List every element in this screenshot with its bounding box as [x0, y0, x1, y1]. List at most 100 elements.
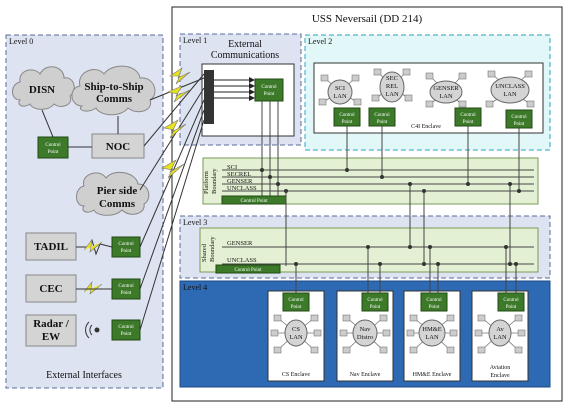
- platform-junction-dots: [260, 168, 521, 193]
- control-point-cec-label-1: Control: [118, 284, 134, 289]
- nav-enclave-label: Nav Enclave: [350, 372, 381, 378]
- nav-enclave: Control Point Nav Distro Nav Enclave: [336, 290, 394, 382]
- shared-boundary-label-1: Shared: [201, 243, 208, 262]
- control-point-level1: [254, 78, 284, 102]
- shared-bus-unclass: UNCLASS: [227, 257, 257, 264]
- shared-feed-lines: [285, 184, 511, 266]
- control-point-level1-label-1: Control: [261, 85, 277, 90]
- pier-side-cloud: Pier side Comms: [76, 171, 150, 216]
- control-point-noc-label-1: Control: [45, 143, 61, 148]
- control-point-tadil-label-1: Control: [118, 242, 134, 247]
- radar-wave-icon: [85, 321, 100, 339]
- control-point-platform-label: Control Point: [240, 199, 268, 204]
- control-point-radar-label-2: Point: [121, 332, 132, 337]
- control-point-secrel-label-1: Control: [374, 113, 390, 118]
- nav-lan-label-1: Nav: [360, 326, 372, 333]
- cec-label: CEC: [39, 283, 62, 295]
- comms-arrows: [214, 77, 255, 101]
- av-enclave-label-2: Enclave: [490, 373, 510, 379]
- level3-label: Level 3: [183, 218, 207, 227]
- platform-bus-genser: GENSER: [227, 178, 253, 185]
- disn-to-cp: [41, 109, 54, 138]
- control-point-av-label-1: Control: [503, 298, 519, 303]
- control-point-cec-label-2: Point: [121, 291, 132, 296]
- tadil-lightning-icon: [83, 238, 103, 253]
- level4-junction-dots: [294, 245, 518, 266]
- control-point-tadil: [111, 236, 141, 258]
- shared-bus-genser: GENSER: [227, 240, 253, 247]
- control-point-nav: [361, 292, 389, 312]
- external-comms-label-1: External: [228, 39, 262, 50]
- control-point-shared-label: Control Point: [234, 268, 262, 273]
- hme-lan-label-1: HM&E: [422, 326, 442, 333]
- secrel-lan: SEC REL LAN: [371, 68, 413, 103]
- control-point-noc-label-2: Point: [48, 150, 59, 155]
- platform-bus-secrel: SECREL: [227, 171, 251, 178]
- unclass-lan-label-1: UNCLASS: [495, 83, 525, 90]
- hme-enclave: Control Point HM&E LAN HM&E Enclave: [403, 290, 461, 382]
- control-point-sci-label-2: Point: [342, 120, 353, 125]
- tadil-label: TADIL: [34, 241, 68, 253]
- av-lan-label-2: LAN: [493, 334, 507, 341]
- control-point-genser-label-1: Control: [460, 113, 476, 118]
- radar-label-2: EW: [42, 331, 60, 343]
- nav-lan-label-2: Distro: [357, 334, 373, 341]
- wireless-lightning-icons: [161, 67, 191, 179]
- secrel-lan-label-3: LAN: [385, 91, 399, 98]
- ship-to-ship-label-1: Ship-to-Ship: [84, 81, 143, 93]
- comms-gateway-bar: [204, 70, 214, 124]
- av-enclave-label-1: Aviation: [490, 365, 511, 371]
- control-point-radar-label-1: Control: [118, 325, 134, 330]
- control-point-av: [497, 292, 525, 312]
- external-links: [139, 73, 205, 331]
- control-point-hme-label-2: Point: [429, 305, 440, 310]
- ship-title: USS Neversail (DD 214): [312, 13, 423, 25]
- control-point-av-label-2: Point: [506, 305, 517, 310]
- hme-enclave-label: HM&E Enclave: [413, 372, 452, 378]
- platform-feed-lines: [261, 101, 520, 196]
- cs-lan-label-1: CS: [292, 326, 300, 333]
- pier-side-label-1: Pier side: [97, 185, 138, 197]
- tadil-box: [25, 232, 77, 261]
- platform-bus-sci: SCI: [227, 164, 237, 171]
- ship-to-ship-label-2: Comms: [96, 93, 133, 105]
- cs-lan-label-2: LAN: [289, 334, 303, 341]
- control-point-hme: [420, 292, 448, 312]
- level0-label: Level 0: [9, 37, 33, 46]
- shared-junction-dots: [408, 182, 512, 266]
- external-interfaces-label: External Interfaces: [46, 370, 122, 381]
- shared-boundary-label-2: Boundary: [209, 236, 216, 262]
- ship-to-ship-cloud: Ship-to-Ship Comms: [71, 65, 156, 116]
- level4-feed-lines: [295, 247, 517, 293]
- control-point-cs-label-1: Control: [288, 298, 304, 303]
- sci-lan: SCI LAN: [318, 74, 362, 106]
- external-comms-label-2: Communications: [211, 50, 279, 61]
- control-point-nav-label-2: Point: [370, 305, 381, 310]
- disn-label: DISN: [29, 84, 55, 96]
- radar-label-1: Radar /: [33, 318, 69, 330]
- cs-enclave-label: CS Enclave: [282, 372, 310, 378]
- c4i-enclave-label: C4I Enclave: [411, 124, 441, 130]
- unclass-lan: UNCLASS LAN: [485, 70, 535, 108]
- level1-label: Level 1: [183, 36, 207, 45]
- platform-boundary-label-2: Boundary: [211, 168, 218, 194]
- control-point-unclass-label-2: Point: [514, 122, 525, 127]
- secrel-lan-label-2: REL: [386, 83, 398, 90]
- genser-lan: GENSER LAN: [425, 72, 467, 108]
- control-point-unclass-label-1: Control: [511, 115, 527, 120]
- sci-lan-label-2: LAN: [333, 93, 347, 100]
- noc-label: NOC: [106, 141, 131, 153]
- secrel-lan-label-1: SEC: [386, 75, 398, 82]
- control-point-secrel-label-2: Point: [377, 120, 388, 125]
- control-point-radar: [111, 319, 141, 341]
- unclass-lan-label-2: LAN: [503, 91, 517, 98]
- control-point-genser-label-2: Point: [463, 120, 474, 125]
- control-point-sci-label-1: Control: [339, 113, 355, 118]
- disn-cloud: DISN: [12, 66, 75, 110]
- hme-lan-label-2: LAN: [425, 334, 439, 341]
- genser-lan-label-1: GENSER: [433, 85, 459, 92]
- genser-lan-label-2: LAN: [439, 93, 453, 100]
- control-point-tadil-label-2: Point: [121, 249, 132, 254]
- level4-label: Level 4: [183, 283, 207, 292]
